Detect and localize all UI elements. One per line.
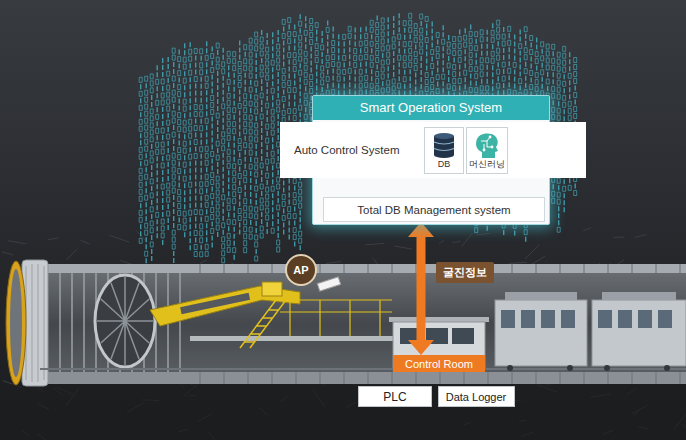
ground (0, 384, 686, 440)
db-base (434, 152, 454, 158)
car-window (658, 310, 672, 328)
system-panel: Smart Operation SystemAuto Control Syste… (312, 95, 550, 225)
wheel (604, 365, 610, 371)
shell-bottom-band (40, 372, 686, 384)
car-window (501, 310, 515, 328)
railing (280, 300, 392, 336)
db-management-box: Total DB Management system (323, 197, 545, 222)
circuit-node (489, 136, 492, 139)
panel-heading: Smart Operation System (313, 96, 549, 120)
db-tile: DB (424, 127, 464, 174)
node-label: AP (293, 264, 308, 276)
shell-top-band (40, 264, 686, 273)
control-room-tag: Control Room (393, 355, 485, 372)
edge-label: 굴진정보 (436, 262, 494, 283)
ml-tile: 머신러닝 (466, 127, 508, 174)
data-logger-box: Data Logger (438, 386, 515, 407)
node-label: DB (438, 159, 451, 170)
car-window (561, 310, 575, 328)
node-label: Total DB Management system (357, 204, 510, 216)
platform-deck (190, 336, 395, 341)
rail-track (40, 368, 686, 370)
cabin-roof (389, 317, 489, 322)
ap-badge: AP (285, 254, 317, 286)
car-roof-unit (602, 292, 676, 300)
machine-learning-icon (473, 131, 501, 159)
arrow-shaft (417, 236, 426, 341)
circuit-node (491, 146, 494, 149)
tbm-shell (40, 264, 686, 384)
car-window (618, 310, 632, 328)
wheel (567, 365, 573, 371)
control-row: Auto Control SystemDB머신러닝 (280, 122, 586, 178)
control-cabin (393, 322, 485, 370)
circuit-lines (481, 137, 492, 150)
database-icon (430, 131, 458, 159)
plc-box: PLC (358, 386, 432, 407)
arrowhead (408, 340, 434, 355)
circuit-node (483, 149, 486, 152)
car-window (541, 310, 555, 328)
drum-ribs (26, 264, 44, 382)
cabin-window (452, 328, 474, 344)
data-flow-arrow (408, 222, 434, 355)
backup-car (592, 300, 686, 366)
cutter-face (6, 261, 26, 385)
cutter-face-inner (10, 269, 22, 377)
car-window (598, 310, 612, 328)
node-label: Control Room (405, 358, 473, 370)
access-point-device (317, 277, 340, 291)
db-top (434, 133, 454, 139)
node-label: Data Logger (446, 391, 507, 403)
db-stripes (434, 142, 454, 151)
wheel (664, 365, 670, 371)
car-roof-unit (505, 292, 577, 300)
hydraulic-cylinder (180, 293, 250, 314)
car-window (521, 310, 535, 328)
car-window (638, 310, 652, 328)
wheel (507, 365, 513, 371)
node-label: PLC (383, 390, 406, 404)
backup-car (495, 300, 587, 366)
stairs (240, 300, 286, 348)
head-silhouette (476, 134, 498, 158)
shield-spokes (97, 277, 153, 365)
shield-ring (95, 275, 155, 367)
node-label: 머신러닝 (469, 159, 505, 170)
erector-head (262, 282, 282, 296)
